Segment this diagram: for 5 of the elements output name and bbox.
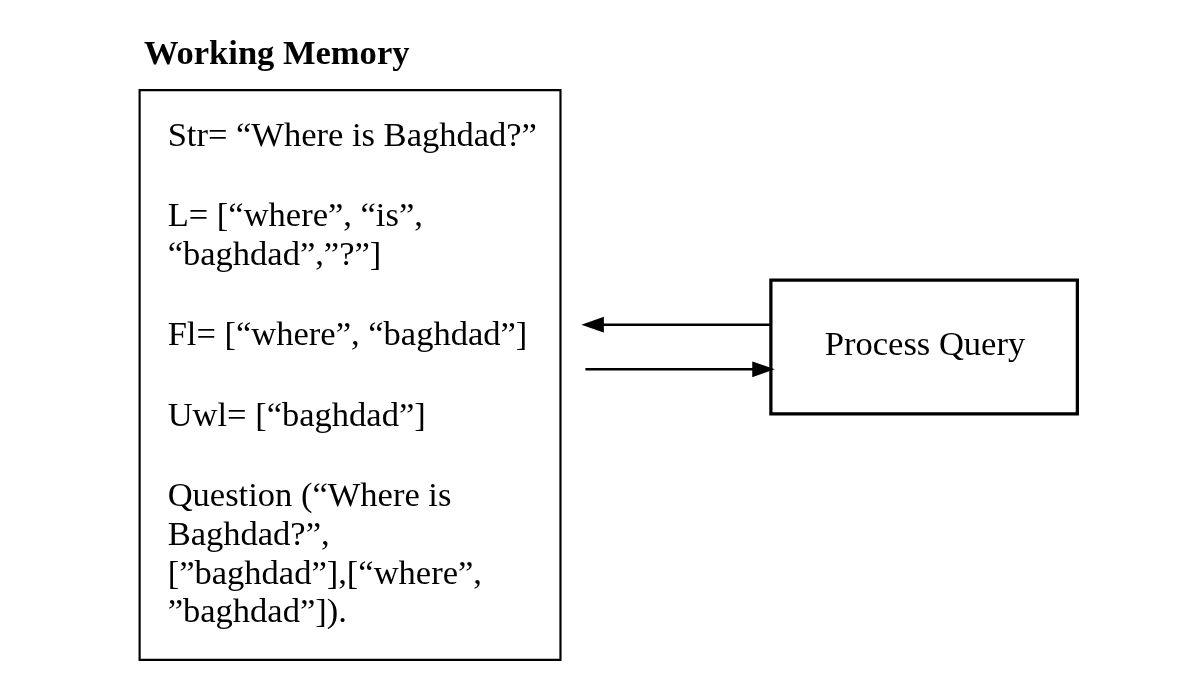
arrow — [585, 361, 775, 378]
node-box: Process Query — [769, 278, 1079, 416]
arrow — [581, 316, 771, 333]
node-box: Str= “Where is Baghdad?” L= [“where”, “is”, “baghdad”,”?”] Fl= [“where”, “baghdad”] Uwl= [“baghdad”] Question (“Where is Baghdad?”, [”baghdad”],[“where”, ”baghdad”]). — [138, 89, 562, 662]
node-label: Working Memory — [143, 32, 410, 71]
